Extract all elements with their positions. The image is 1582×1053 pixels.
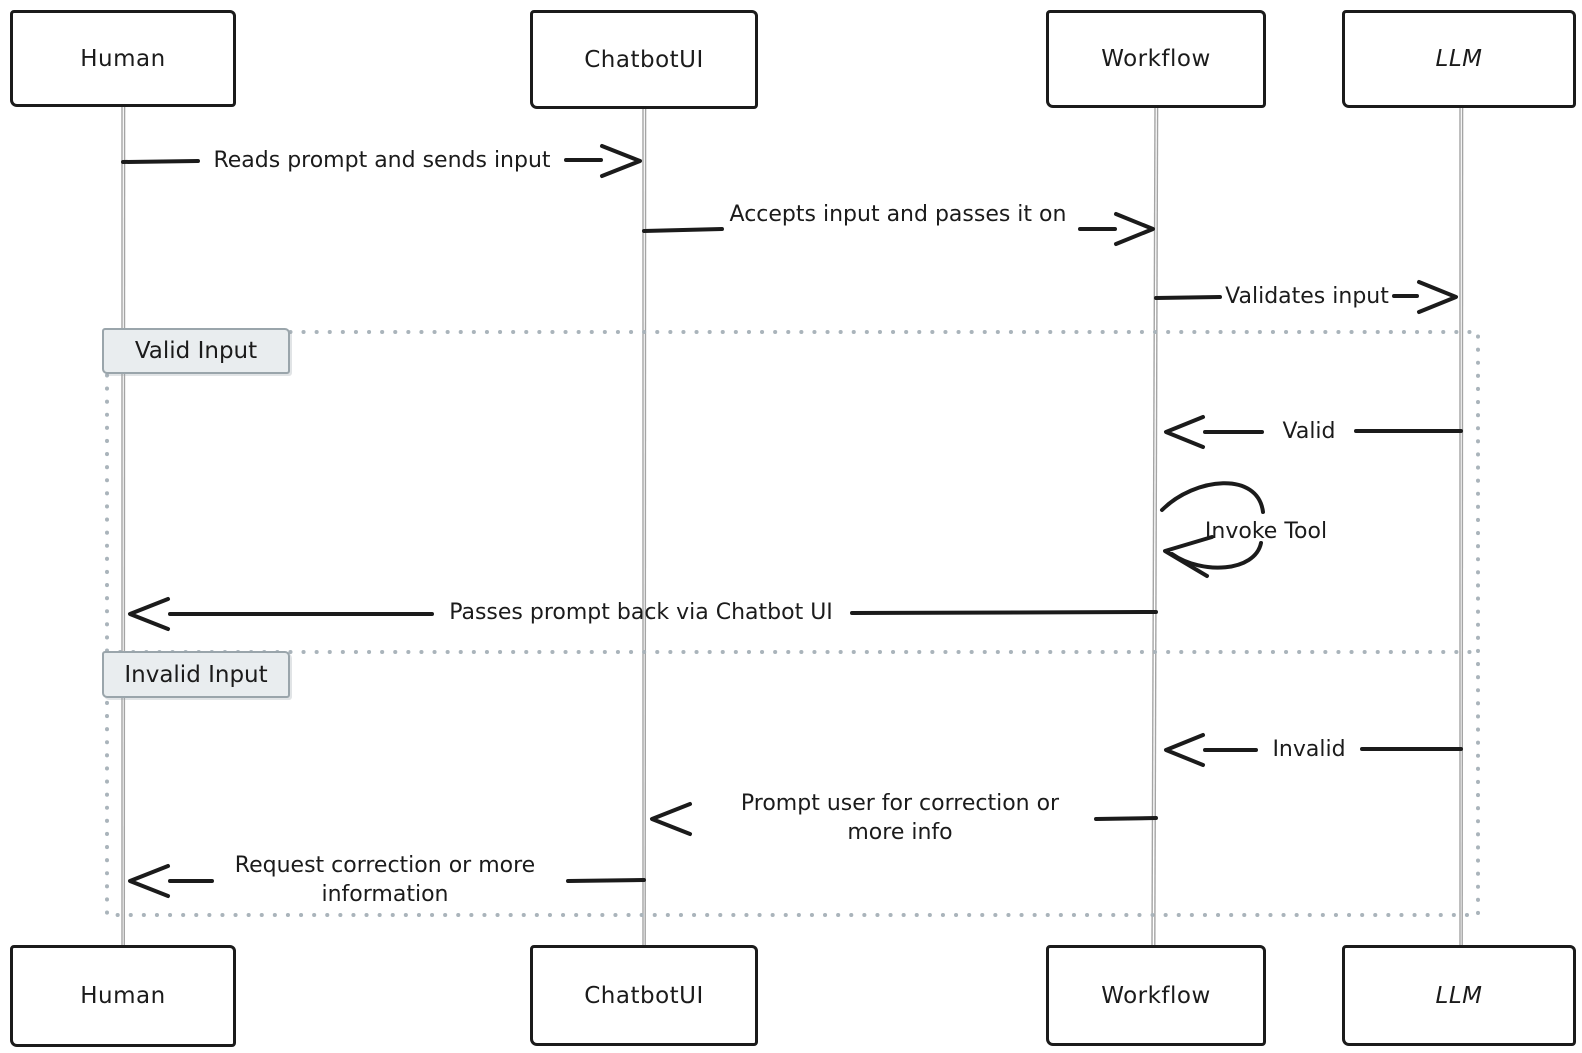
actor-workflow-top: Workflow [1046,10,1266,108]
arrow-prompt-user-head [650,802,692,836]
arrow-invoke-tool-loop-top [1160,481,1265,514]
arrow-reads-prompt-head [600,144,642,178]
frame-label-invalid-input: Invalid Input [102,651,290,698]
actor-llm-top: LLM [1342,10,1576,108]
message-request-correction: Request correction or more information [234,853,536,907]
arrow-accepts-input-head [1114,212,1155,246]
arrow-invoke-tool-head [1163,535,1214,578]
arrow-reads-prompt-line-a [121,159,200,164]
arrow-request-correction-line-a [566,878,646,883]
actor-llm-top-label: LLM [1435,46,1483,72]
message-prompt-user: Prompt user for correction or more info [740,791,1060,845]
arrow-passes-prompt-line-a [850,610,1158,615]
arrow-request-correction-head [128,864,170,898]
arrow-valid-head [1164,415,1205,449]
actor-chatbotui-bottom-label: ChatbotUI [584,982,704,1009]
actor-workflow-bottom: Workflow [1046,945,1266,1046]
message-invoke-tool: Invoke Tool [1204,519,1328,544]
actor-human-bottom-label: Human [80,983,166,1009]
lifeline-workflow-2 [1154,107,1159,947]
actor-chatbotui-top-label: ChatbotUI [584,46,704,73]
lifeline-workflow [1151,107,1156,947]
actor-human-bottom: Human [10,945,236,1047]
message-passes-prompt-back: Passes prompt back via Chatbot UI [449,600,833,625]
arrow-validates-input-head [1417,280,1458,314]
message-accepts-input: Accepts input and passes it on [729,202,1067,227]
arrow-accepts-input-line-a [642,227,724,233]
frame-label-valid-input: Valid Input [102,328,290,374]
actor-workflow-bottom-label: Workflow [1101,982,1211,1009]
actor-human-top: Human [10,10,236,107]
arrow-invalid-head [1164,733,1205,767]
actor-chatbotui-top: ChatbotUI [530,10,758,109]
actor-workflow-top-label: Workflow [1101,46,1211,72]
actor-human-top-label: Human [80,45,166,72]
arrow-passes-prompt-head [128,597,170,631]
frame-label-valid-input-text: Valid Input [134,338,258,364]
actor-llm-bottom-label: LLM [1435,982,1483,1009]
frame-label-invalid-input-text: Invalid Input [124,661,268,688]
actor-chatbotui-bottom: ChatbotUI [530,945,758,1046]
alt-frame [105,330,1480,917]
message-reads-prompt: Reads prompt and sends input [213,148,551,173]
message-invalid: Invalid [1272,737,1346,762]
message-validates-input: Validates input [1225,284,1389,309]
message-valid: Valid [1282,419,1336,444]
actor-llm-bottom: LLM [1342,945,1576,1046]
arrow-prompt-user-line [1094,816,1158,821]
arrow-validates-input-line-a [1154,295,1222,300]
